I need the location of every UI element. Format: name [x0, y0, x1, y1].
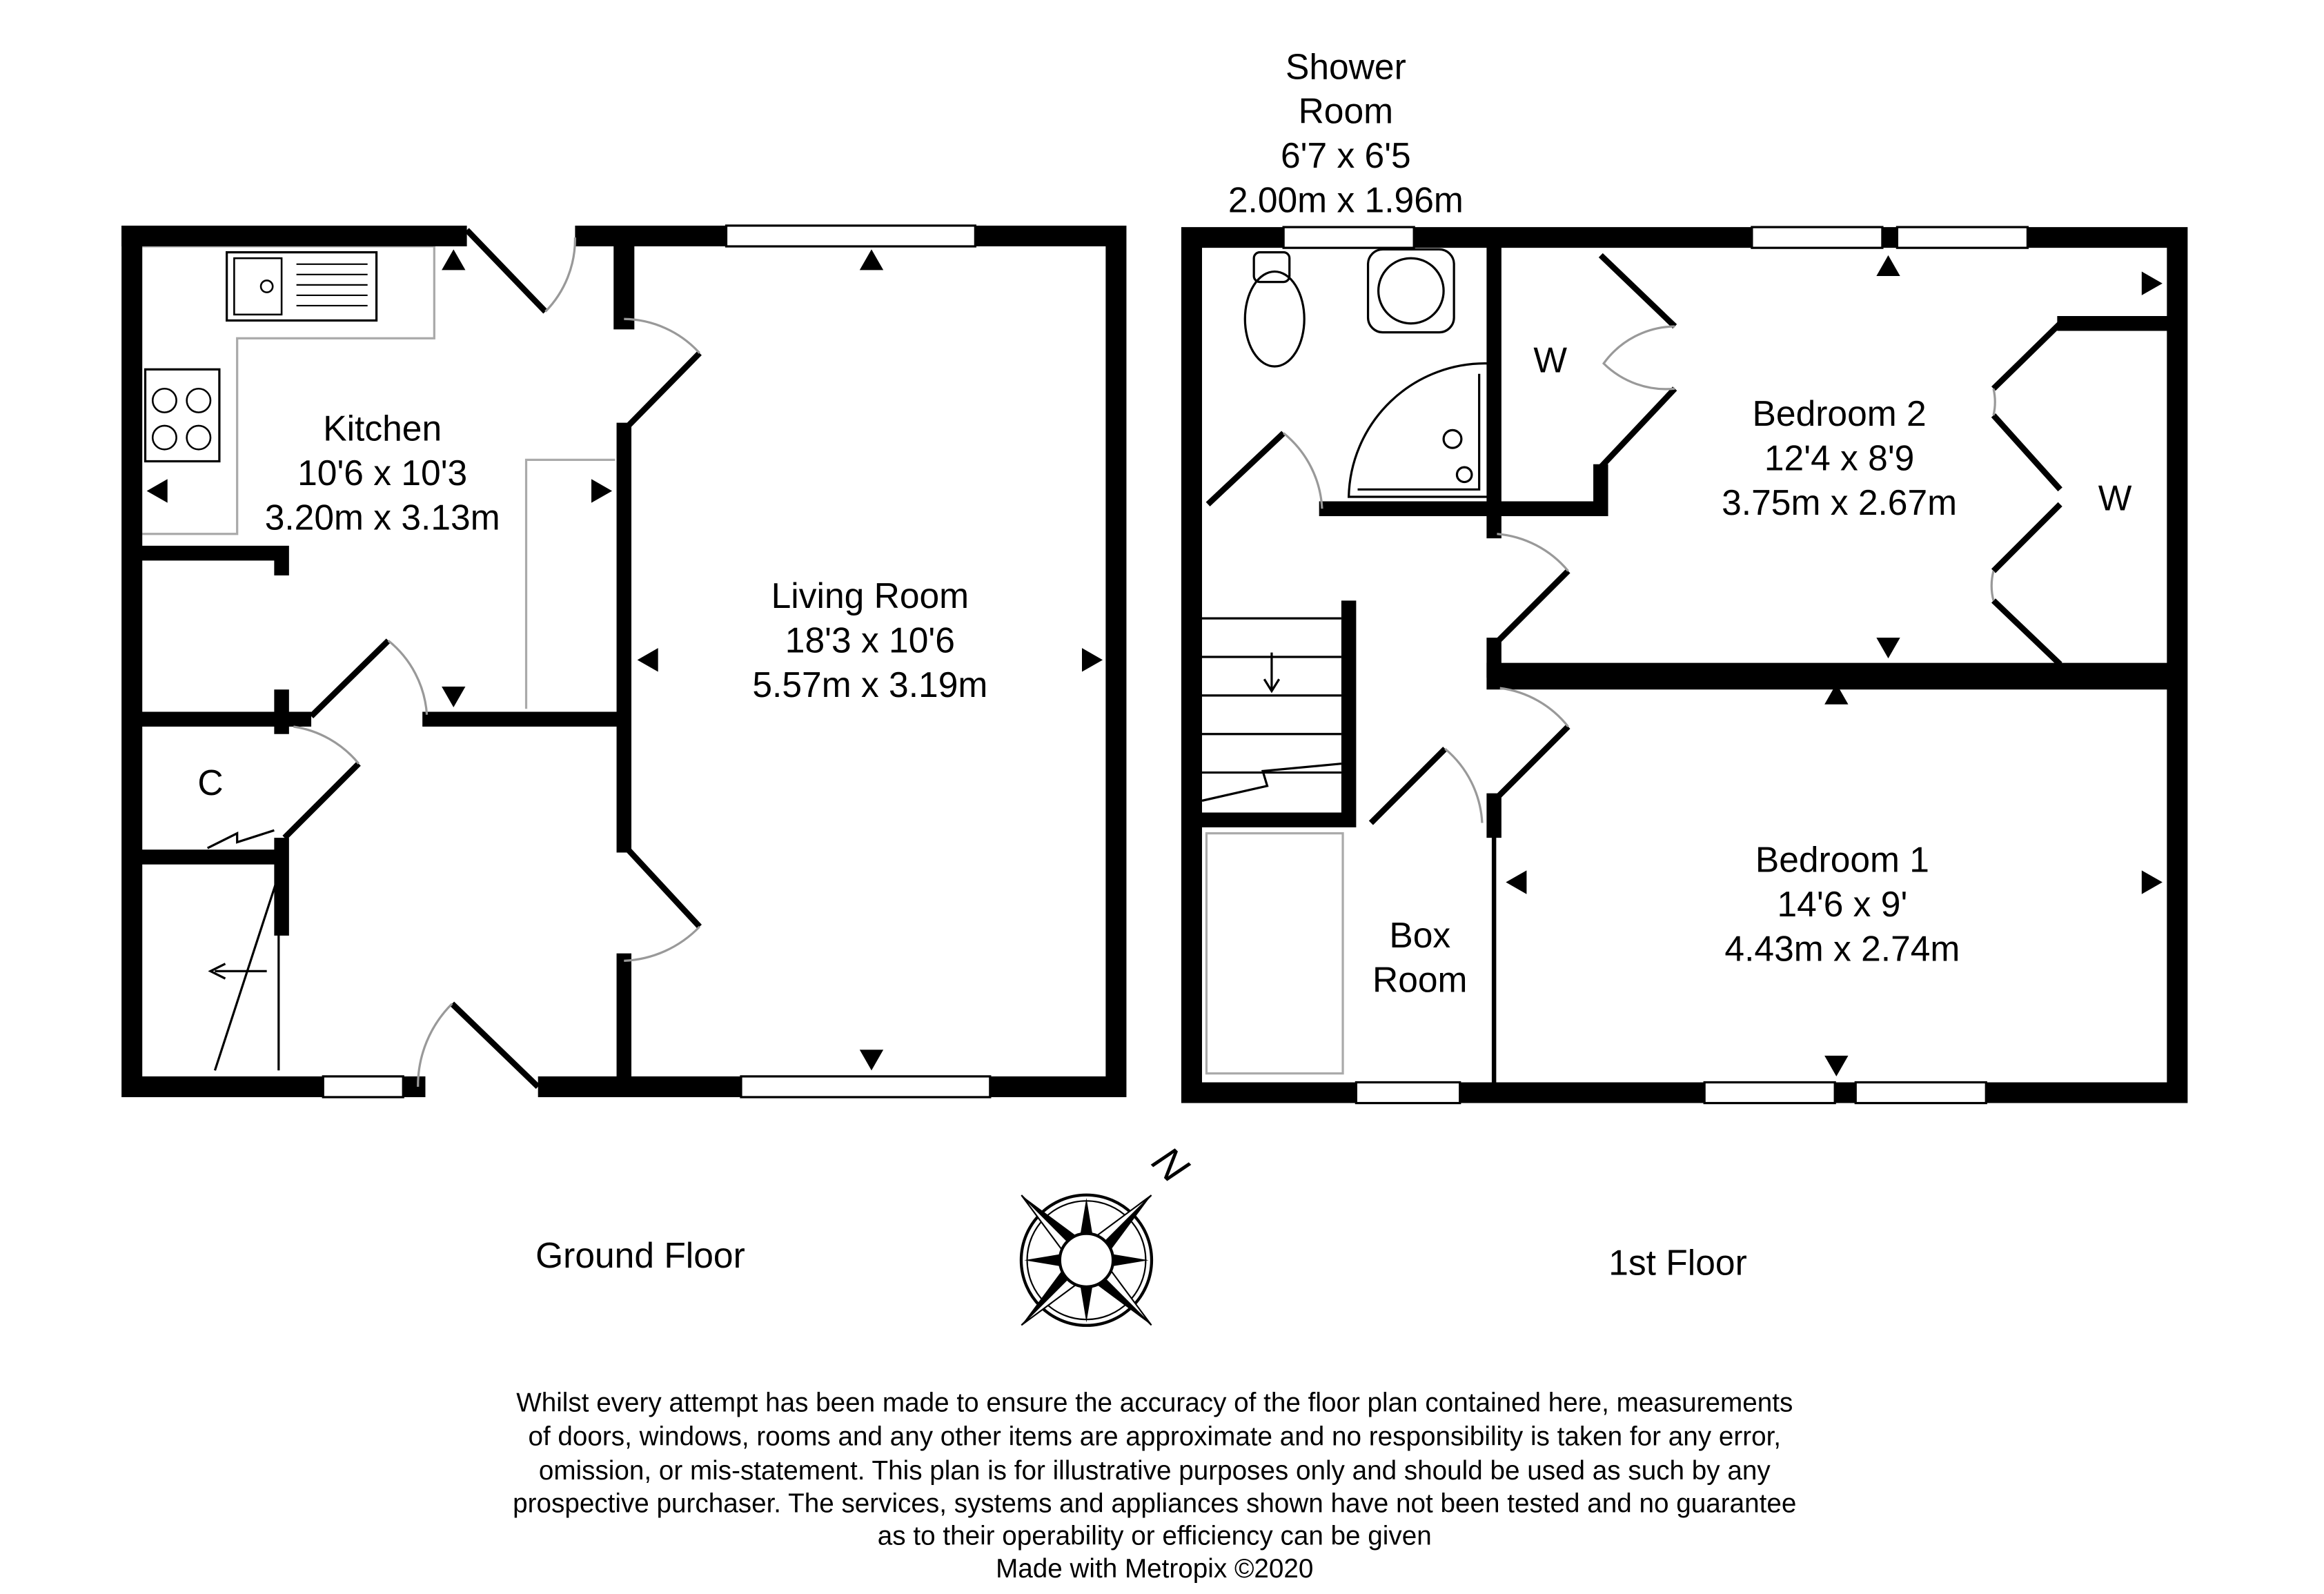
bedroom-2-metric: 3.75m x 2.67m [1722, 482, 1957, 522]
hall-cupboard-outline [524, 458, 616, 709]
shower-room-metric: 2.00m x 1.96m [1228, 180, 1464, 220]
compass-icon [1019, 1193, 1154, 1327]
sink-icon [226, 251, 378, 322]
window [1355, 1081, 1461, 1105]
window [1282, 226, 1415, 249]
kitchen-imperial: 10'6 x 10'3 [297, 453, 467, 493]
door [1368, 747, 1484, 825]
wardrobe-label: W [1533, 340, 1567, 380]
wardrobe-label: W [2098, 478, 2132, 518]
bedroom-1-imperial: 14'6 x 9' [1778, 884, 1908, 924]
window [1703, 1081, 1836, 1105]
kitchen-name: Kitchen [323, 408, 442, 448]
first-floor-plan: Shower Room 6'7 x 6'5 2.00m x 1.96m Bedr… [1181, 46, 2188, 1283]
shower-room-imperial: 6'7 x 6'5 [1281, 135, 1411, 175]
door [282, 725, 361, 840]
disclaimer-line: of doors, windows, rooms and any other i… [528, 1422, 1781, 1452]
door [417, 1001, 540, 1090]
hob-icon [144, 368, 221, 463]
stairs [1201, 617, 1342, 802]
door [622, 317, 702, 433]
wardrobe-door [1598, 253, 1677, 470]
bedroom-2-imperial: 12'4 x 8'9 [1764, 437, 1914, 478]
ground-floor-title: Ground Floor [535, 1235, 745, 1275]
living-room-name: Living Room [771, 575, 969, 616]
door [1492, 687, 1570, 803]
basin-icon [1366, 248, 1455, 334]
door [309, 638, 429, 719]
box-room-cupboard [1205, 832, 1344, 1075]
disclaimer-line: omission, or mis-statement. This plan is… [539, 1456, 1771, 1486]
window [322, 1075, 404, 1099]
bedroom-2-name: Bedroom 2 [1753, 393, 1927, 433]
disclaimer-line: as to their operability or efficiency ca… [878, 1522, 1432, 1551]
compass-north-label: N [1143, 1137, 1197, 1191]
living-room-metric: 5.57m x 3.19m [752, 665, 987, 705]
door [1205, 431, 1323, 509]
box-room-name-1: Box [1389, 915, 1450, 955]
shower-tray-icon [1347, 362, 1490, 498]
window [1751, 226, 1884, 249]
bedroom-1-name: Bedroom 1 [1755, 839, 1929, 879]
ground-floor-plan: Kitchen 10'6 x 10'3 3.20m x 3.13m Living… [121, 224, 1127, 1275]
bedroom-1-metric: 4.43m x 2.74m [1724, 928, 1960, 968]
first-floor-title: 1st Floor [1608, 1243, 1747, 1283]
window [725, 224, 976, 248]
disclaimer: Whilst every attempt has been made to en… [513, 1388, 1796, 1584]
box-room-name-2: Room [1372, 959, 1468, 999]
disclaimer-line: prospective purchaser. The services, sys… [513, 1488, 1796, 1518]
stairs [213, 874, 280, 1071]
door [464, 228, 577, 314]
wardrobe-door [1990, 321, 2062, 667]
window [1895, 226, 2029, 249]
credit-line: Made with Metropix ©2020 [996, 1554, 1313, 1584]
cupboard-label: C [197, 762, 223, 803]
stair-arrow-icon [1263, 652, 1281, 693]
stair-arrow-icon [208, 963, 267, 980]
window [740, 1075, 992, 1099]
living-room-imperial: 18'3 x 10'6 [785, 620, 955, 660]
disclaimer-line: Whilst every attempt has been made to en… [516, 1388, 1793, 1417]
window [1854, 1081, 1987, 1105]
shower-room-name-2: Room [1299, 91, 1394, 131]
shower-room-name-1: Shower [1286, 46, 1406, 86]
kitchen-metric: 3.20m x 3.13m [265, 497, 500, 537]
toilet-icon [1243, 251, 1306, 368]
door [622, 843, 702, 962]
door [1492, 533, 1570, 647]
